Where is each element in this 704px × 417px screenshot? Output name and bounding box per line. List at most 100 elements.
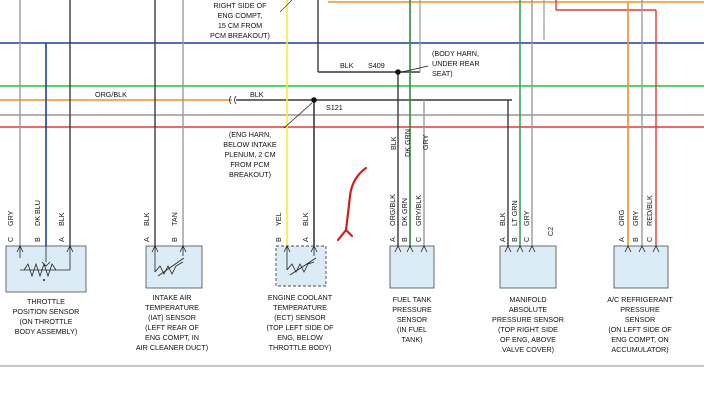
pin-arrowheads — [66, 245, 660, 253]
sensor-throttle-position: C GRY B DK BLU A BLK THROTTLE POSITION S… — [5, 200, 87, 336]
s409-pointer — [401, 65, 429, 73]
pin-letter: B — [274, 237, 283, 242]
splice-s121 — [311, 97, 317, 103]
sensor-label-line: BODY ASSEMBLY) — [15, 327, 77, 336]
sensor-label-line: SENSOR — [625, 315, 655, 324]
pin-letter: A — [498, 237, 507, 242]
sensor-label-line: (TOP RIGHT SIDE — [498, 325, 558, 334]
pin-arrowhead — [283, 245, 318, 253]
sensor-label-line: INTAKE AIR — [152, 293, 191, 302]
sensor-box — [389, 245, 435, 289]
pin-letter: A — [617, 237, 626, 242]
pin-arrowhead — [624, 245, 660, 253]
sensor-label-line: OF ENG, ABOVE — [500, 335, 556, 344]
note-eng-harn-line: BREAKOUT) — [229, 170, 271, 179]
pin-wire-color: BLK — [498, 212, 507, 226]
sensor-label-line: ACCUMULATOR) — [611, 345, 668, 354]
pin-letter: B — [631, 237, 640, 242]
pin-wire-color: ORG/BLK — [388, 194, 397, 226]
inline-connector-right — [234, 95, 237, 105]
pin-letter: B — [33, 237, 42, 242]
sensor-box — [613, 245, 669, 289]
sensor-label-line: TANK) — [401, 335, 422, 344]
sensor-label-line: THROTTLE BODY) — [269, 343, 332, 352]
note-eng-harn-line: FROM PCM — [230, 160, 269, 169]
thermistor-symbol — [286, 246, 317, 276]
sensor-label-line: VALVE COVER) — [502, 345, 554, 354]
sensor-box — [145, 245, 203, 289]
sensor-label-line: ENG COMPT, ON — [611, 335, 669, 344]
sensor-label-line: MANIFOLD — [509, 295, 546, 304]
note-top-left-line: ENG COMPT, — [218, 11, 263, 20]
sensor-label-line: (IN FUEL — [397, 325, 427, 334]
thermistor-symbol — [154, 246, 185, 277]
bus-wires — [0, 1, 704, 367]
pin-letter: C — [522, 237, 531, 242]
sensor-label-line: ENG COMPT, IN — [145, 333, 199, 342]
sensor-label-line: (LEFT REAR OF — [145, 323, 199, 332]
pin-wire-color: LT GRN — [510, 200, 519, 226]
pin-wire-color: BLK — [142, 212, 151, 226]
pin-letter: B — [400, 237, 409, 242]
pin-wire-color: DK GRN — [400, 198, 409, 226]
note-top-left: RIGHT SIDE OF ENG COMPT, 15 CM FROM PCM … — [210, 1, 270, 40]
sensor-label-line: (ON THROTTLE — [20, 317, 73, 326]
note-body-harn: (BODY HARN, UNDER REAR SEAT) — [432, 49, 480, 78]
vertical-wires — [19, 0, 657, 246]
pin-letter: A — [57, 237, 66, 242]
pin-wire-color: TAN — [170, 212, 179, 226]
pot-node — [43, 279, 45, 281]
sensor-box — [499, 245, 557, 289]
pin-arrowhead — [504, 245, 536, 253]
pin-letter: B — [170, 237, 179, 242]
sensor-label-line: ENG, BELOW — [277, 333, 323, 342]
wire-label-org-blk: ORG/BLK — [95, 90, 127, 99]
sensor-label-line: A/C REFRIGERANT — [607, 295, 673, 304]
s121-pointer — [283, 102, 313, 129]
pin-wire-color: YEL — [274, 212, 283, 226]
sensor-label-line: (TOP LEFT SIDE OF — [266, 323, 334, 332]
note-eng-harn: (ENG HARN, BELOW INTAKE PLENUM, 2 CM FRO… — [223, 130, 277, 179]
sensor-label-line: ABSOLUTE — [509, 305, 548, 314]
connector-id: C2 — [546, 227, 555, 236]
s409-wire-label: BLK — [340, 61, 354, 70]
pin-letter: B — [510, 237, 519, 242]
sensor-label-line: PRESSURE — [392, 305, 432, 314]
sensor-label-line: ENGINE COOLANT — [268, 293, 333, 302]
note-eng-harn-line: BELOW INTAKE — [223, 140, 277, 149]
red-annotation-mark — [336, 166, 368, 242]
pin-wire-color: BLK — [301, 212, 310, 226]
splice-s409 — [395, 69, 401, 75]
pin-wire-color: GRY — [522, 210, 531, 226]
sensor-label-line: PRESSURE — [620, 305, 660, 314]
pin-wire-color: ORG — [617, 209, 626, 226]
note-eng-harn-line: PLENUM, 2 CM — [224, 150, 275, 159]
s121-label: S121 — [326, 103, 343, 112]
inline-connector — [229, 95, 237, 105]
splices: BLK S409 BLK S121 — [250, 61, 429, 129]
sensor-label-line: FUEL TANK — [393, 295, 432, 304]
pin-arrowhead — [66, 245, 74, 253]
sensor-manifold-absolute-pressure: A BLK B LT GRN C GRY C2 MANIFOLD ABSOLUT… — [492, 200, 564, 354]
sensor-ect: B YEL A BLK ENGINE COOLANT TEMPERATURE (… — [266, 212, 334, 352]
pin-letter: C — [414, 237, 423, 242]
sensor-iat: A BLK B TAN INTAKE AIR TEMPERATURE (IAT)… — [136, 212, 208, 352]
pin-arrowhead — [394, 245, 428, 253]
wire-top-note — [279, 0, 293, 13]
sensor-ac-refrigerant-pressure: A ORG B GRY C RED/BLK A/C REFRIGERANT PR… — [607, 195, 673, 354]
s121-wire-label: BLK — [250, 90, 264, 99]
sensor-label-line: THROTTLE — [27, 297, 65, 306]
note-body-harn-line: (BODY HARN, — [432, 49, 479, 58]
wire-label-gry-vertical: GRY — [421, 134, 430, 150]
s409-label: S409 — [368, 61, 385, 70]
sensor-label-line: POSITION SENSOR — [13, 307, 80, 316]
pin-wire-color: GRY — [631, 210, 640, 226]
sensor-label-line: (ECT) SENSOR — [274, 313, 326, 322]
sensor-label-line: SENSOR — [397, 315, 427, 324]
inline-connector-left — [229, 95, 232, 105]
potentiometer-symbol — [19, 246, 71, 278]
wire-label-dkgrn-vertical: DK GRN — [403, 129, 412, 157]
pin-wire-color: DK BLU — [33, 200, 42, 226]
sensor-label-line: TEMPERATURE — [145, 303, 199, 312]
